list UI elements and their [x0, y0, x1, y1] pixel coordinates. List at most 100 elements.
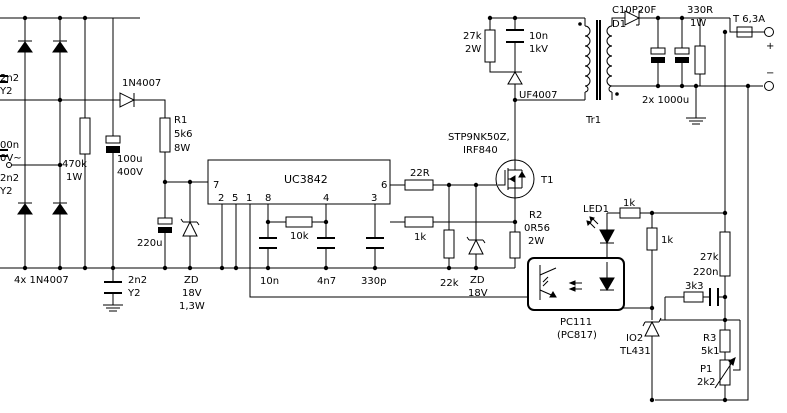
resistor-330r [694, 45, 706, 75]
capacitor-10n [259, 237, 277, 249]
label-r-27k-snub-w: 2W [465, 44, 481, 55]
label-r2-val: 0R56 [524, 223, 550, 234]
label-zd-b-v: 18V [468, 288, 488, 299]
tl431-io2 [642, 317, 662, 337]
label-c-2n2y2-b: Y2 [127, 288, 140, 299]
label-r2-name: R2 [529, 210, 542, 221]
label-zd-b: ZD [470, 275, 485, 286]
label-r-1k-led: 1k [623, 198, 635, 209]
label-fuse: T 6,3A [732, 14, 765, 25]
label-pin3: 3 [371, 193, 377, 204]
transformer-tr1 [578, 20, 619, 100]
zener-18v-b [466, 236, 486, 258]
led1 [586, 216, 615, 245]
label-pin2: 2 [218, 193, 224, 204]
label-minus: − [766, 68, 774, 79]
label-pc-a: PC111 [560, 317, 592, 328]
ic-uc3842 [207, 159, 391, 205]
label-c-220n: 220n [693, 267, 718, 278]
diode-1n4007 [119, 92, 150, 108]
label-r2-w: 2W [528, 236, 544, 247]
diode-bridge-tl [17, 40, 33, 53]
label-d1-name: D1 [612, 19, 626, 30]
label-c-10n-snub: 10n [529, 31, 548, 42]
label-r1-val: 5k6 [174, 129, 193, 140]
label-pin8: 8 [265, 193, 271, 204]
label-c-330p: 330p [361, 276, 386, 287]
label-r1-name: R1 [174, 115, 187, 126]
label-r1-w: 8W [174, 143, 190, 154]
label-plus: + [766, 41, 774, 52]
label-c-x-b: 0V~ [0, 153, 22, 164]
label-c-220u: 220u [137, 238, 162, 249]
output-terminal-plus [764, 27, 774, 37]
label-r-10k: 10k [290, 231, 309, 242]
label-p1-name: P1 [700, 364, 712, 375]
capacitor-330p [366, 237, 384, 249]
resistor-r2 [509, 231, 521, 259]
label-r-470k-w: 1W [66, 172, 82, 183]
label-r-22r: 22R [410, 168, 430, 179]
label-c-y-bot: 2n2 [0, 173, 19, 184]
label-d1-part: C10P20F [612, 5, 656, 16]
label-c-y-top: 2n2 [0, 73, 19, 84]
label-mosfet-a: STP9NK50Z, [448, 132, 510, 143]
resistor-27k-snubber [484, 29, 496, 63]
label-mosfet-b: IRF840 [463, 145, 498, 156]
optocoupler-pc111 [527, 257, 625, 311]
resistor-r3 [719, 329, 731, 353]
label-tr1: Tr1 [585, 115, 601, 126]
resistor-1k-b [646, 227, 658, 251]
label-io2-a: IO2 [626, 333, 643, 344]
resistor-1k-led [619, 207, 641, 219]
label-bridge: 4x 1N4007 [14, 275, 69, 286]
capacitor-100u [105, 122, 121, 160]
label-c-10n-snub-v: 1kV [529, 44, 548, 55]
diode-bridge-tr [52, 40, 68, 53]
label-pin7: 7 [213, 180, 219, 191]
capacitor-1000u-b [674, 47, 690, 66]
resistor-10k [285, 216, 313, 228]
left-caps [0, 75, 12, 168]
label-io2-b: TL431 [619, 346, 651, 357]
label-c-y-top2: Y2 [0, 86, 12, 97]
bridge-diodes [17, 40, 68, 215]
resistor-3k3 [683, 291, 704, 303]
label-c-4n7: 4n7 [317, 276, 336, 287]
label-zd-a-w: 1,3W [179, 301, 205, 312]
label-ic-name: UC3842 [284, 173, 328, 186]
junction-dots [22, 15, 751, 403]
capacitor-220u [157, 210, 173, 236]
label-c-2n2y2-a: 2n2 [128, 275, 147, 286]
label-pin5: 5 [232, 193, 238, 204]
label-r-1k-cs: 1k [414, 232, 426, 243]
label-t1: T1 [540, 175, 553, 186]
label-r-27k-fb: 27k [700, 252, 719, 263]
capacitor-10n-1kv [506, 29, 524, 43]
resistor-470k [79, 117, 91, 155]
wires [0, 17, 765, 401]
resistor-22k [443, 229, 455, 259]
label-r-1k-b: 1k [661, 235, 673, 246]
label-c-100u: 100u [117, 154, 142, 165]
label-r-3k3: 3k3 [685, 281, 704, 292]
label-c-out: 2x 1000u [642, 95, 689, 106]
label-r-330r-w: 1W [690, 18, 706, 29]
capacitor-2n2-y2-gnd [104, 281, 122, 294]
label-pin4: 4 [323, 193, 329, 204]
zener-18v-a [180, 212, 200, 237]
label-led1: LED1 [583, 204, 609, 215]
label-zd-a: ZD [184, 275, 199, 286]
label-r-470k: 470k [62, 159, 87, 170]
resistor-27k-fb [719, 231, 731, 277]
label-pc-b: (PC817) [557, 330, 597, 341]
diode-d1 [624, 10, 645, 26]
mosfet-t1 [495, 159, 535, 199]
label-pin1: 1 [246, 193, 252, 204]
label-d-uf4007: UF4007 [519, 90, 558, 101]
capacitor-1000u-a [650, 47, 666, 66]
diode-bridge-br [52, 202, 68, 215]
diode-uf4007 [507, 60, 523, 85]
labels: 2n2 Y2 00n 0V~ 2n2 Y2 4x 1N4007 470k 1W … [0, 5, 774, 388]
